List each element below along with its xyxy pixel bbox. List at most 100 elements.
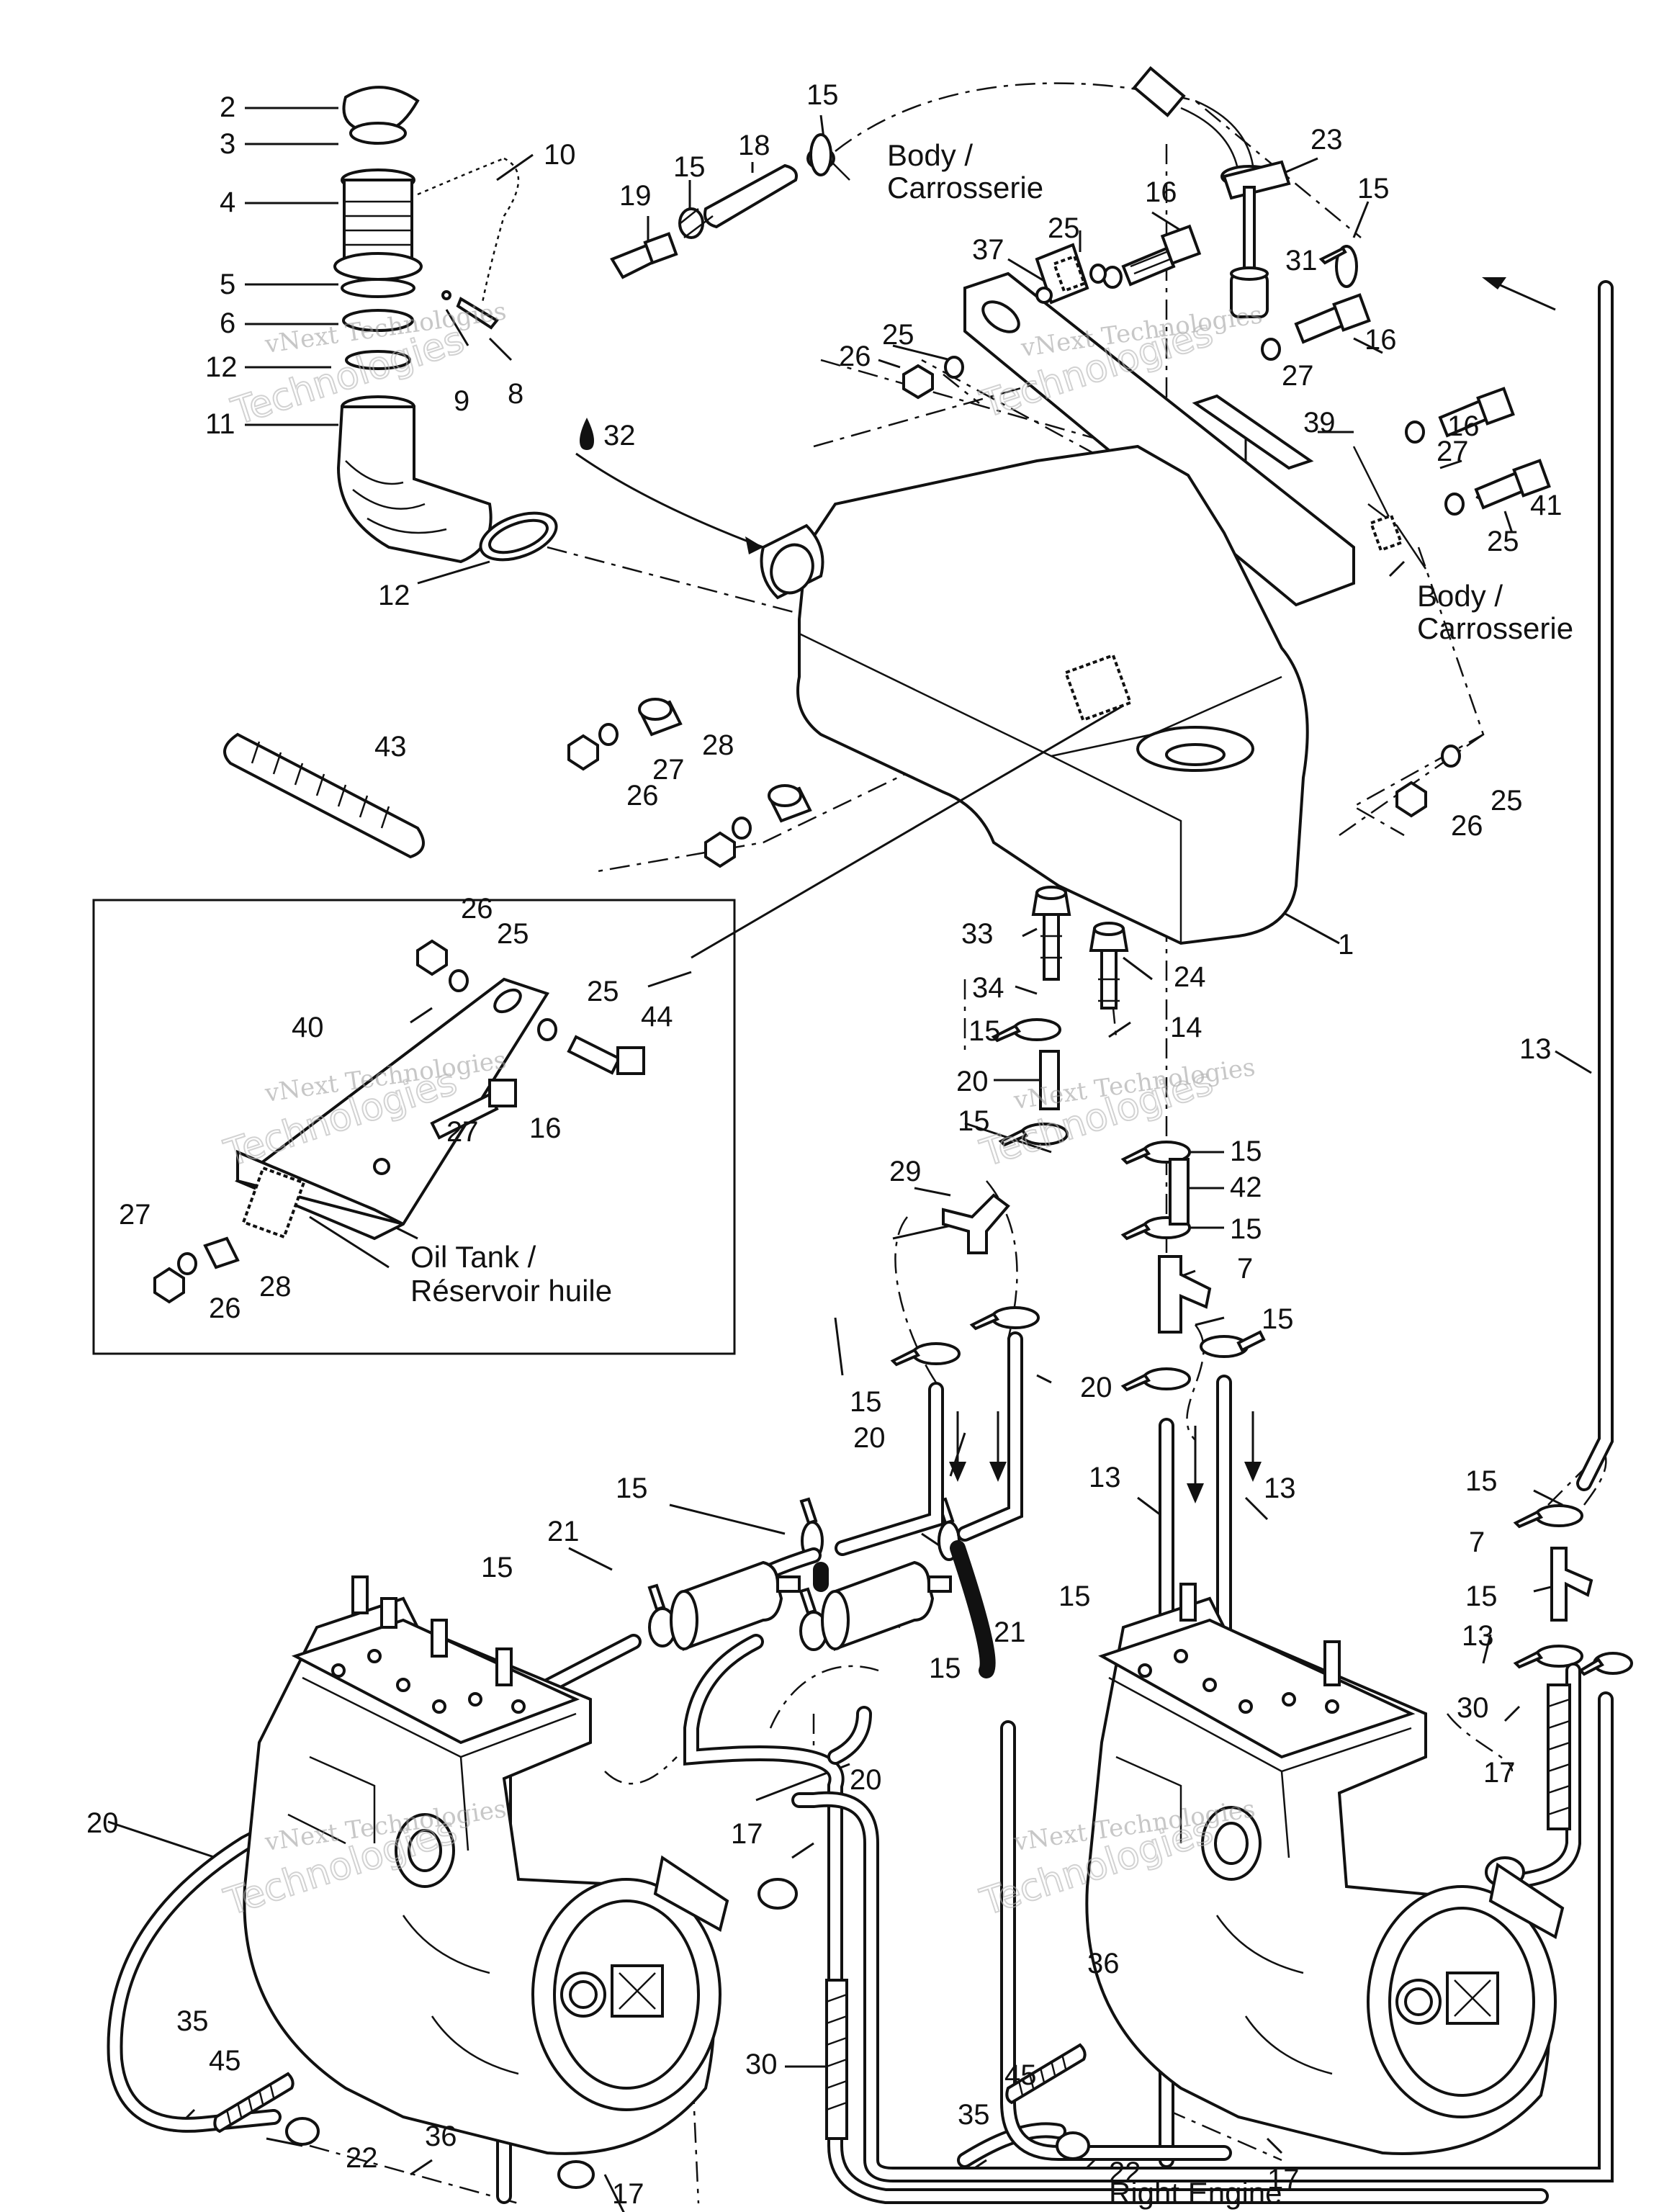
part-number-label: 17 xyxy=(612,2178,644,2210)
part-number-label: 36 xyxy=(425,2121,457,2152)
part-number-label: 27 xyxy=(1437,436,1469,467)
part-number-label: 43 xyxy=(374,731,407,763)
part-number-label: 20 xyxy=(1080,1372,1112,1403)
part-number-label: 42 xyxy=(1230,1172,1262,1203)
part-number-label: 13 xyxy=(1264,1473,1296,1504)
part-number-label: 23 xyxy=(1310,124,1343,156)
part-number-label: 15 xyxy=(1230,1213,1262,1245)
part-number-label: 33 xyxy=(961,918,994,950)
left-engine xyxy=(243,1575,729,2155)
part-number-label: 15 xyxy=(673,151,706,183)
part-number-label: 30 xyxy=(1457,1692,1489,1724)
part-number-label: 20 xyxy=(956,1066,989,1097)
tank-brackets xyxy=(963,243,1427,607)
part-number-label: 9 xyxy=(454,385,469,417)
part-number-label: 15 xyxy=(1230,1136,1262,1167)
part-number-label: 15 xyxy=(1262,1303,1294,1335)
part-number-label: 36 xyxy=(1087,1948,1120,1979)
part-number-label: 21 xyxy=(547,1516,580,1547)
part-number-label: 27 xyxy=(119,1199,151,1231)
part-number-label: 22 xyxy=(1109,2157,1141,2188)
part-number-label: 25 xyxy=(1491,785,1523,817)
part-number-label: 16 xyxy=(1145,176,1177,208)
part-number-label: 27 xyxy=(652,754,685,786)
part-number-label: 40 xyxy=(292,1012,324,1043)
body-label-top-line2: Carrosserie xyxy=(887,171,1043,204)
part-number-label: 14 xyxy=(1170,1012,1202,1043)
oil-level-sensor xyxy=(1132,66,1291,318)
part-number-label: 12 xyxy=(378,580,410,611)
part-number-label: 45 xyxy=(209,2045,241,2077)
part-number-label: 15 xyxy=(958,1105,990,1137)
part-number-label: 4 xyxy=(220,186,235,218)
part-number-label: 31 xyxy=(1285,245,1318,276)
part-number-label: 17 xyxy=(731,1818,763,1850)
part-number-label: 34 xyxy=(972,972,1004,1004)
part-number-label: 35 xyxy=(958,2099,990,2131)
part-number-label: 20 xyxy=(86,1807,119,1839)
part-number-label: 16 xyxy=(1364,324,1397,356)
part-number-label: 15 xyxy=(1058,1581,1091,1612)
part-number-label: 20 xyxy=(850,1764,882,1796)
part-number-label: 29 xyxy=(889,1156,922,1187)
part-number-label: 16 xyxy=(529,1112,562,1144)
oil-filters xyxy=(670,1560,952,1651)
part-number-label: 25 xyxy=(882,319,914,351)
part-number-label: 25 xyxy=(1048,212,1080,244)
part-number-label: 15 xyxy=(806,79,839,111)
part-number-label: 32 xyxy=(603,420,636,451)
part-number-label: 20 xyxy=(853,1422,886,1454)
part-number-label: 13 xyxy=(1089,1462,1121,1493)
spiral-wrap-sleeve xyxy=(223,732,425,859)
part-number-label: 19 xyxy=(619,180,652,212)
part-number-label: 15 xyxy=(968,1015,1001,1047)
part-number-label: 2 xyxy=(220,91,235,123)
part-number-label: 10 xyxy=(544,139,576,171)
right-engine xyxy=(1085,1583,1565,2155)
part-number-label: 15 xyxy=(1357,173,1390,204)
part-number-label: 27 xyxy=(1282,360,1314,392)
part-number-label: 17 xyxy=(1483,1757,1516,1789)
part-number-label: 6 xyxy=(220,307,235,339)
part-number-label: 15 xyxy=(481,1552,513,1583)
protective-sleeves xyxy=(825,1683,1571,2140)
oil-tank-label-line2: Réservoir huile xyxy=(410,1274,612,1308)
flow-arrows xyxy=(949,277,1556,1503)
body-label-top-line1: Body / xyxy=(887,138,973,172)
part-number-label: 25 xyxy=(587,976,619,1007)
part-number-label: 26 xyxy=(839,341,871,372)
part-number-label: 26 xyxy=(461,893,493,925)
hose-connectors xyxy=(942,1050,1593,1622)
part-number-label: 27 xyxy=(446,1116,479,1148)
part-number-label: 13 xyxy=(1462,1620,1494,1652)
part-number-label: 15 xyxy=(1465,1581,1498,1612)
part-number-label: 17 xyxy=(1267,2164,1300,2195)
right-engine-label: Right Engine xyxy=(1109,2176,1282,2210)
part-number-label: 16 xyxy=(1447,410,1480,442)
part-number-label: 13 xyxy=(1519,1033,1552,1065)
part-number-label: 25 xyxy=(1487,526,1519,557)
part-number-label: 28 xyxy=(702,729,734,761)
part-number-label: 26 xyxy=(626,780,659,811)
sealant-arrow xyxy=(575,452,764,549)
part-number-label: 15 xyxy=(1465,1465,1498,1497)
part-number-label: 18 xyxy=(738,130,770,161)
part-number-label: 45 xyxy=(1004,2059,1037,2091)
part-number-label: 15 xyxy=(929,1653,961,1684)
part-number-label: 35 xyxy=(176,2005,209,2037)
part-number-label: 7 xyxy=(1469,1527,1485,1558)
oil-drop-icon xyxy=(580,418,594,450)
oil-tank-label-line1: Oil Tank / xyxy=(410,1240,536,1274)
part-number-label: 22 xyxy=(346,2142,378,2174)
callouts: Body / Carrosserie Body / Carrosserie Oi… xyxy=(410,138,1573,2210)
part-number-label: 12 xyxy=(205,351,238,383)
part-number-label: 30 xyxy=(745,2049,778,2080)
part-number-label: 28 xyxy=(259,1271,292,1303)
part-number-label: 15 xyxy=(616,1473,648,1504)
part-number-label: 15 xyxy=(850,1386,882,1418)
bolts-and-washers xyxy=(902,224,1551,516)
part-number-label: 8 xyxy=(508,378,523,410)
oil-tank xyxy=(760,444,1309,945)
hose-clamps xyxy=(647,133,1633,1676)
